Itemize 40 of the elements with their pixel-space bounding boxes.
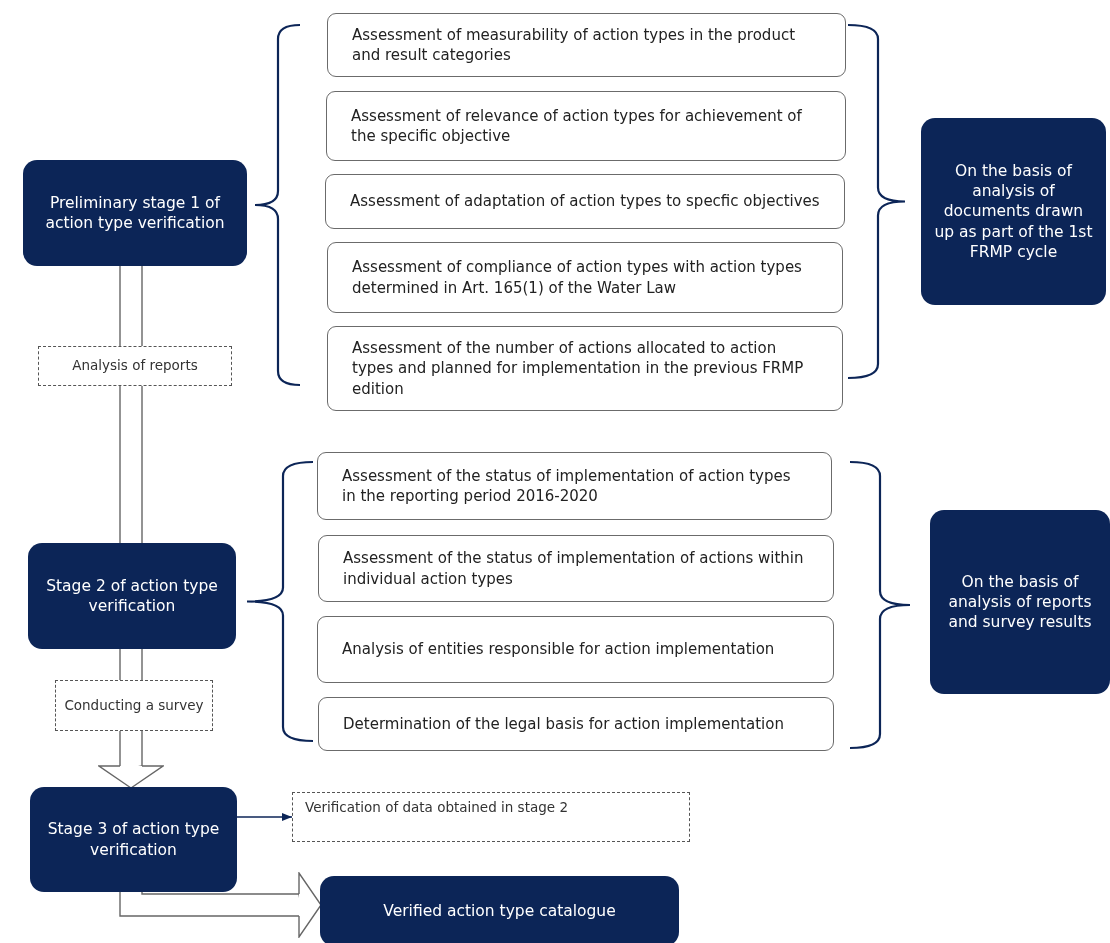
box-text: Determination of the legal basis for action implementation	[343, 713, 784, 735]
box-text: Verified action type catalogue	[383, 900, 616, 922]
criterion-box	[318, 535, 834, 602]
activity-box	[38, 346, 232, 386]
box-text: Stage 3 of action type verification	[46, 819, 221, 860]
box-text: On the basis of analysis of reports and survey results	[947, 571, 1093, 633]
box-text: Analysis of entities responsible for action implementation	[342, 639, 775, 660]
criterion-box	[326, 91, 846, 161]
box-text: Analysis of reports	[72, 357, 198, 375]
box-text: Assessment of relevance of action types for achievement of the specific objective	[351, 105, 803, 147]
arrow	[119, 264, 143, 348]
basis-box	[921, 118, 1106, 305]
stage-box	[28, 543, 236, 649]
criterion-box	[317, 616, 834, 683]
activity-box	[292, 792, 690, 842]
stage-box	[23, 160, 247, 266]
criterion-box	[327, 326, 843, 411]
box-text: Verification of data obtained in stage 2	[305, 799, 568, 817]
box-text: Conducting a survey	[64, 696, 204, 715]
stage-box	[30, 787, 237, 892]
box-text: On the basis of analysis of documents drawn up as part of the 1st FRMP cycle	[933, 161, 1094, 262]
criterion-box	[327, 13, 846, 77]
arrow	[236, 812, 293, 822]
arrow	[119, 872, 322, 938]
box-text: Assessment of the status of implementation of actions within individual action types	[343, 548, 805, 589]
box-text: Preliminary stage 1 of action type verification	[44, 192, 226, 234]
criterion-box	[327, 242, 843, 313]
box-text: Stage 2 of action type verification	[45, 575, 219, 617]
basis-box	[930, 510, 1110, 694]
box-text: Assessment of the status of implementation of action types in the reporting period 2016-2020	[342, 465, 792, 507]
box-text: Assessment of the number of actions allocated to action types and planned for implementation in the previous FRMP edition	[352, 338, 805, 399]
box-text: Assessment of compliance of action types with action types determined in Art. 165(1) of the Water Law	[352, 257, 803, 298]
arrow	[119, 384, 143, 545]
activity-box	[55, 680, 213, 731]
result-box	[320, 876, 679, 943]
criterion-box	[318, 697, 834, 751]
criterion-box	[325, 174, 845, 229]
criterion-box	[317, 452, 832, 520]
box-text: Assessment of measurability of action types in the product and result categories	[352, 24, 796, 66]
box-text: Assessment of adaptation of action types to specfic objectives	[350, 191, 820, 212]
